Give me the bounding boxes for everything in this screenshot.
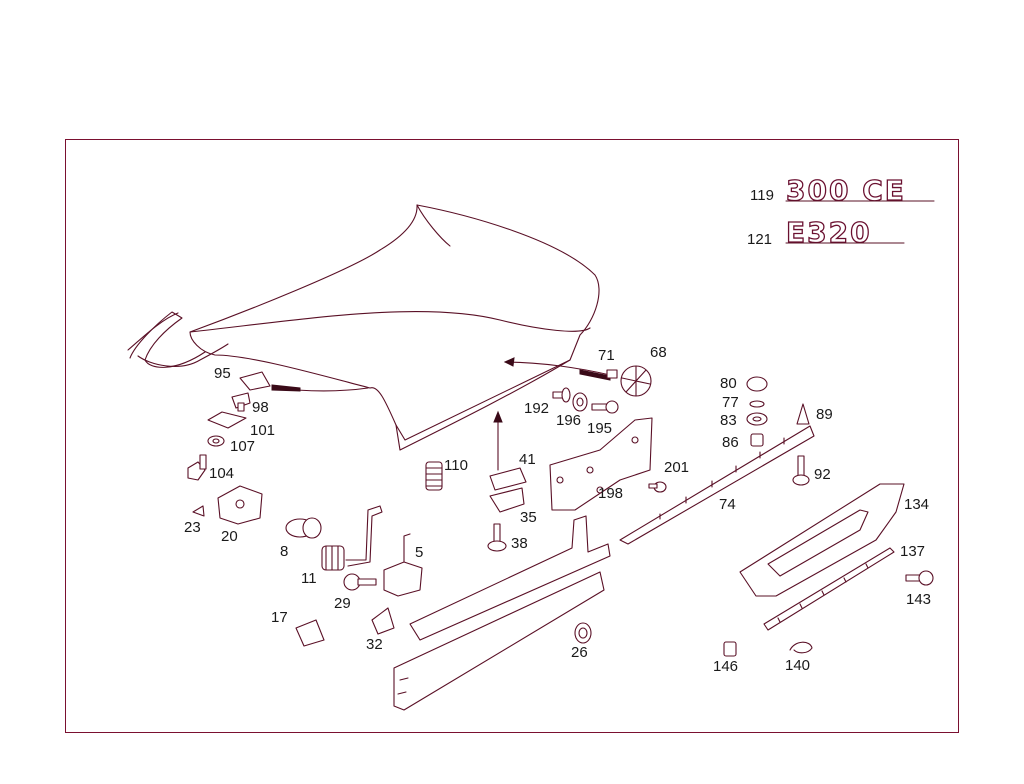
part-83 xyxy=(746,412,768,426)
callout-32: 32 xyxy=(366,636,383,653)
part-201 xyxy=(648,481,667,493)
part-195 xyxy=(591,400,619,414)
callout-41: 41 xyxy=(519,451,536,468)
part-26 xyxy=(574,622,592,644)
arrow-71 xyxy=(504,361,611,376)
part-101 xyxy=(207,411,247,429)
callout-26: 26 xyxy=(571,644,588,661)
callout-38: 38 xyxy=(511,535,528,552)
callout-8: 8 xyxy=(280,543,289,560)
diagram-frame xyxy=(65,139,959,733)
callout-134: 134 xyxy=(904,496,930,513)
emblem-300ce: 300 CE xyxy=(785,173,935,208)
callout-77: 77 xyxy=(722,394,739,411)
callout-98: 98 xyxy=(252,399,269,416)
callout-92: 92 xyxy=(814,466,831,483)
callout-29: 29 xyxy=(334,595,351,612)
callout-23: 23 xyxy=(184,519,201,536)
callout-11: 11 xyxy=(301,570,317,587)
part-95 xyxy=(239,371,271,391)
callout-20: 20 xyxy=(221,528,238,545)
part-110 xyxy=(425,461,443,491)
lower-panel xyxy=(393,515,611,711)
callout-68: 68 xyxy=(650,344,667,361)
part-74 xyxy=(619,425,815,545)
callout-121: 121 xyxy=(747,231,773,248)
part-196 xyxy=(572,392,588,412)
callout-89: 89 xyxy=(816,406,833,423)
part-92 xyxy=(792,455,810,486)
callout-119: 119 xyxy=(750,187,774,204)
emblem-300ce-text: 300 CE xyxy=(786,174,906,207)
part-68 xyxy=(620,365,652,397)
callout-146: 146 xyxy=(713,658,739,675)
rod-bent xyxy=(345,505,383,567)
part-98 xyxy=(231,392,251,412)
part-77 xyxy=(749,400,765,408)
callout-104: 104 xyxy=(209,465,235,482)
emblem-e320-text: E320 xyxy=(786,216,872,249)
part-5 xyxy=(383,533,423,597)
part-23 xyxy=(192,505,205,517)
callout-83: 83 xyxy=(720,412,737,429)
part-140 xyxy=(789,641,813,654)
callout-192: 192 xyxy=(524,400,550,417)
part-32 xyxy=(371,607,395,635)
callout-198: 198 xyxy=(598,485,624,502)
part-192 xyxy=(552,387,571,403)
part-89 xyxy=(796,403,810,425)
callout-71: 71 xyxy=(598,347,615,364)
callout-35: 35 xyxy=(520,509,537,526)
callout-5: 5 xyxy=(415,544,424,561)
trunk-lid xyxy=(127,204,600,451)
callout-95: 95 xyxy=(214,365,231,382)
callout-107: 107 xyxy=(230,438,256,455)
part-17 xyxy=(295,619,325,647)
part-35 xyxy=(489,487,525,513)
callout-80: 80 xyxy=(720,375,737,392)
part-38 xyxy=(487,523,507,552)
part-41 xyxy=(489,467,527,491)
part-8 xyxy=(285,517,322,539)
callout-74: 74 xyxy=(719,496,736,513)
part-146 xyxy=(723,641,737,657)
part-11 xyxy=(321,545,345,571)
part-134 xyxy=(739,483,905,597)
callout-201: 201 xyxy=(664,459,690,476)
part-137 xyxy=(763,547,895,631)
callout-17: 17 xyxy=(271,609,288,626)
part-80 xyxy=(746,376,768,392)
part-104 xyxy=(187,454,207,481)
callout-195: 195 xyxy=(587,420,613,437)
part-107 xyxy=(207,435,225,447)
callout-137: 137 xyxy=(900,543,926,560)
part-20 xyxy=(217,485,263,525)
part-71 xyxy=(606,369,618,379)
callout-110: 110 xyxy=(444,457,468,474)
callout-196: 196 xyxy=(556,412,582,429)
callout-143: 143 xyxy=(906,591,932,608)
callout-140: 140 xyxy=(785,657,811,674)
part-29 xyxy=(343,573,377,591)
part-143 xyxy=(905,570,934,586)
callout-86: 86 xyxy=(722,434,739,451)
emblem-e320: E320 xyxy=(785,215,905,250)
part-198 xyxy=(549,417,653,511)
part-86 xyxy=(750,433,764,447)
callout-101: 101 xyxy=(250,422,276,439)
